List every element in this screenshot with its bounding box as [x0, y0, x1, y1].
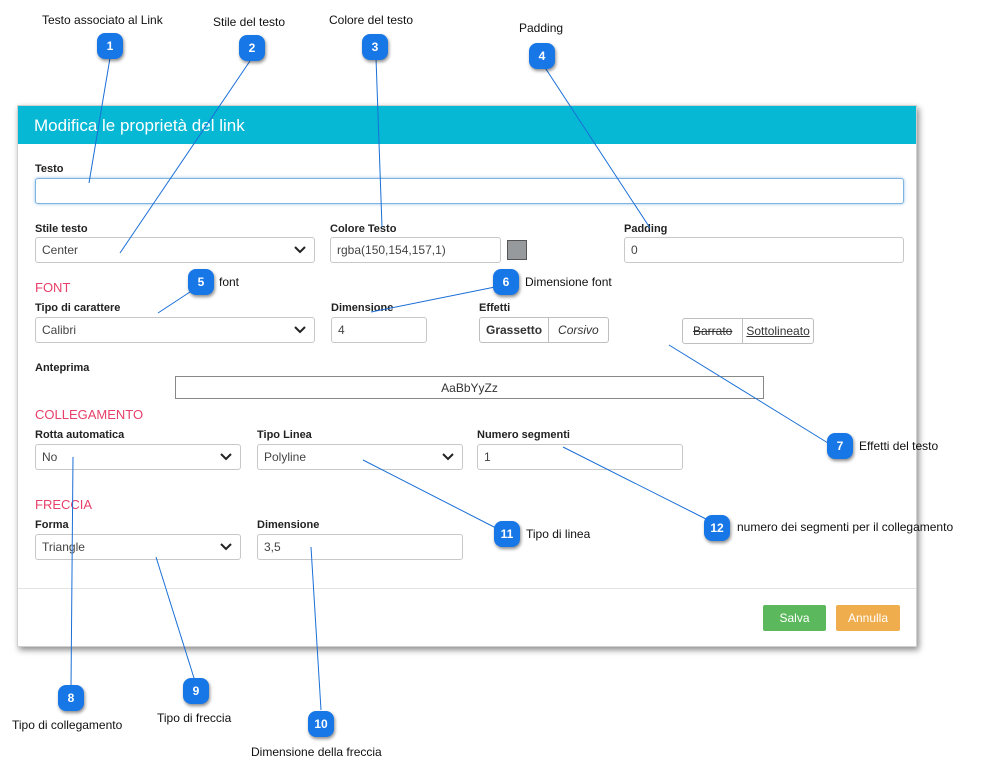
- callout-line-4: [541, 62, 651, 229]
- tipo-carattere-select[interactable]: Calibri: [35, 317, 315, 343]
- italic-button[interactable]: Corsivo: [548, 318, 608, 342]
- rotta-value: No: [42, 450, 58, 464]
- chevron-down-icon: [294, 318, 306, 334]
- colore-testo-input[interactable]: rgba(150,154,157,1): [330, 237, 501, 263]
- callout-line-12: [562, 446, 707, 520]
- tipo-carattere-value: Calibri: [42, 323, 77, 337]
- forma-label: Forma: [35, 519, 69, 531]
- link-properties-dialog: Modifica le proprietà del link Testo Sti…: [17, 105, 917, 647]
- callout-badge-10: 10: [308, 711, 334, 737]
- save-button[interactable]: Salva: [763, 605, 826, 631]
- forma-value: Triangle: [42, 540, 85, 554]
- tipo-carattere-label: Tipo di carattere: [35, 302, 121, 314]
- callout-line-6: [370, 286, 496, 313]
- callout-badge-4: 4: [529, 43, 555, 69]
- testo-label: Testo: [35, 163, 64, 175]
- underline-button[interactable]: Sottolineato: [742, 319, 812, 343]
- effetti-label: Effetti: [479, 302, 511, 314]
- dialog-title: Modifica le proprietà del link: [34, 116, 245, 135]
- forma-select[interactable]: Triangle: [35, 534, 241, 560]
- callout-badge-6: 6: [493, 269, 519, 295]
- numero-segmenti-input[interactable]: 1: [477, 444, 683, 470]
- callout-badge-1: 1: [97, 33, 123, 59]
- colore-testo-label: Colore Testo: [330, 223, 397, 235]
- dimensione-freccia-label: Dimensione: [257, 519, 320, 531]
- callout-badge-11: 11: [494, 521, 520, 547]
- annotation-7-text: Effetti del testo: [859, 439, 939, 453]
- color-swatch[interactable]: [507, 240, 527, 260]
- stile-testo-label: Stile testo: [35, 223, 88, 235]
- anteprima-label: Anteprima: [35, 362, 90, 374]
- callout-badge-7: 7: [827, 433, 853, 459]
- annotation-1-text: Testo associato al Link: [42, 13, 163, 27]
- testo-input[interactable]: [35, 178, 904, 204]
- annotation-6-text: Dimensione font: [525, 275, 612, 289]
- rotta-select[interactable]: No: [35, 444, 241, 470]
- annotation-11-text: Tipo di linea: [526, 527, 591, 541]
- chevron-down-icon: [220, 445, 232, 461]
- rotta-label: Rotta automatica: [35, 429, 125, 441]
- effetti-group-2: Barrato Sottolineato: [682, 318, 814, 344]
- annotation-12-text: numero dei segmenti per il collegamento: [737, 520, 954, 534]
- annotation-4-text: Padding: [519, 21, 564, 35]
- callout-line-11: [362, 459, 497, 529]
- freccia-section-title: FRECCIA: [35, 497, 93, 512]
- annotation-5-text: font: [219, 275, 240, 289]
- chevron-down-icon: [220, 535, 232, 551]
- footer-divider: [18, 588, 916, 589]
- callout-line-7: [668, 344, 829, 444]
- tipo-linea-select[interactable]: Polyline: [257, 444, 463, 470]
- strike-button[interactable]: Barrato: [693, 324, 733, 338]
- callout-line-2: [119, 57, 253, 254]
- annotation-10-text: Dimensione della freccia: [251, 745, 382, 759]
- annotation-3-text: Colore del testo: [329, 13, 414, 27]
- chevron-down-icon: [442, 445, 454, 461]
- annotation-2-text: Stile del testo: [213, 15, 286, 29]
- bold-button[interactable]: Grassetto: [486, 323, 543, 337]
- annotation-8-text: Tipo di collegamento: [12, 718, 123, 732]
- callout-line-5: [157, 289, 194, 314]
- stile-testo-select[interactable]: Center: [35, 237, 315, 263]
- callout-badge-8: 8: [58, 685, 84, 711]
- tipo-linea-value: Polyline: [264, 450, 307, 464]
- dimensione-font-input[interactable]: 4: [331, 317, 427, 343]
- callout-line-8: [70, 456, 74, 689]
- callout-badge-12: 12: [704, 515, 730, 541]
- callout-badge-2: 2: [239, 35, 265, 61]
- dimensione-freccia-input[interactable]: 3,5: [257, 534, 463, 560]
- tipo-linea-label: Tipo Linea: [257, 429, 312, 441]
- padding-label: Padding: [624, 223, 668, 235]
- dialog-header: Modifica le proprietà del link: [18, 106, 916, 144]
- callout-badge-9: 9: [183, 678, 209, 704]
- numero-segmenti-label: Numero segmenti: [477, 429, 570, 441]
- callout-line-1: [88, 57, 111, 184]
- cancel-button[interactable]: Annulla: [836, 605, 900, 631]
- collegamento-section-title: COLLEGAMENTO: [35, 407, 144, 422]
- callout-badge-3: 3: [362, 34, 388, 60]
- font-section-title: FONT: [35, 280, 71, 295]
- padding-input[interactable]: 0: [624, 237, 904, 263]
- callout-line-3: [375, 57, 383, 228]
- annotation-9-text: Tipo di freccia: [157, 711, 232, 725]
- chevron-down-icon: [294, 238, 306, 254]
- callout-line-10: [310, 546, 322, 711]
- anteprima-box: AaBbYyZz: [175, 376, 764, 399]
- effetti-group-1: Grassetto Corsivo: [479, 317, 609, 343]
- stile-testo-value: Center: [42, 243, 79, 257]
- callout-line-9: [155, 556, 195, 679]
- callout-badge-5: 5: [188, 269, 214, 295]
